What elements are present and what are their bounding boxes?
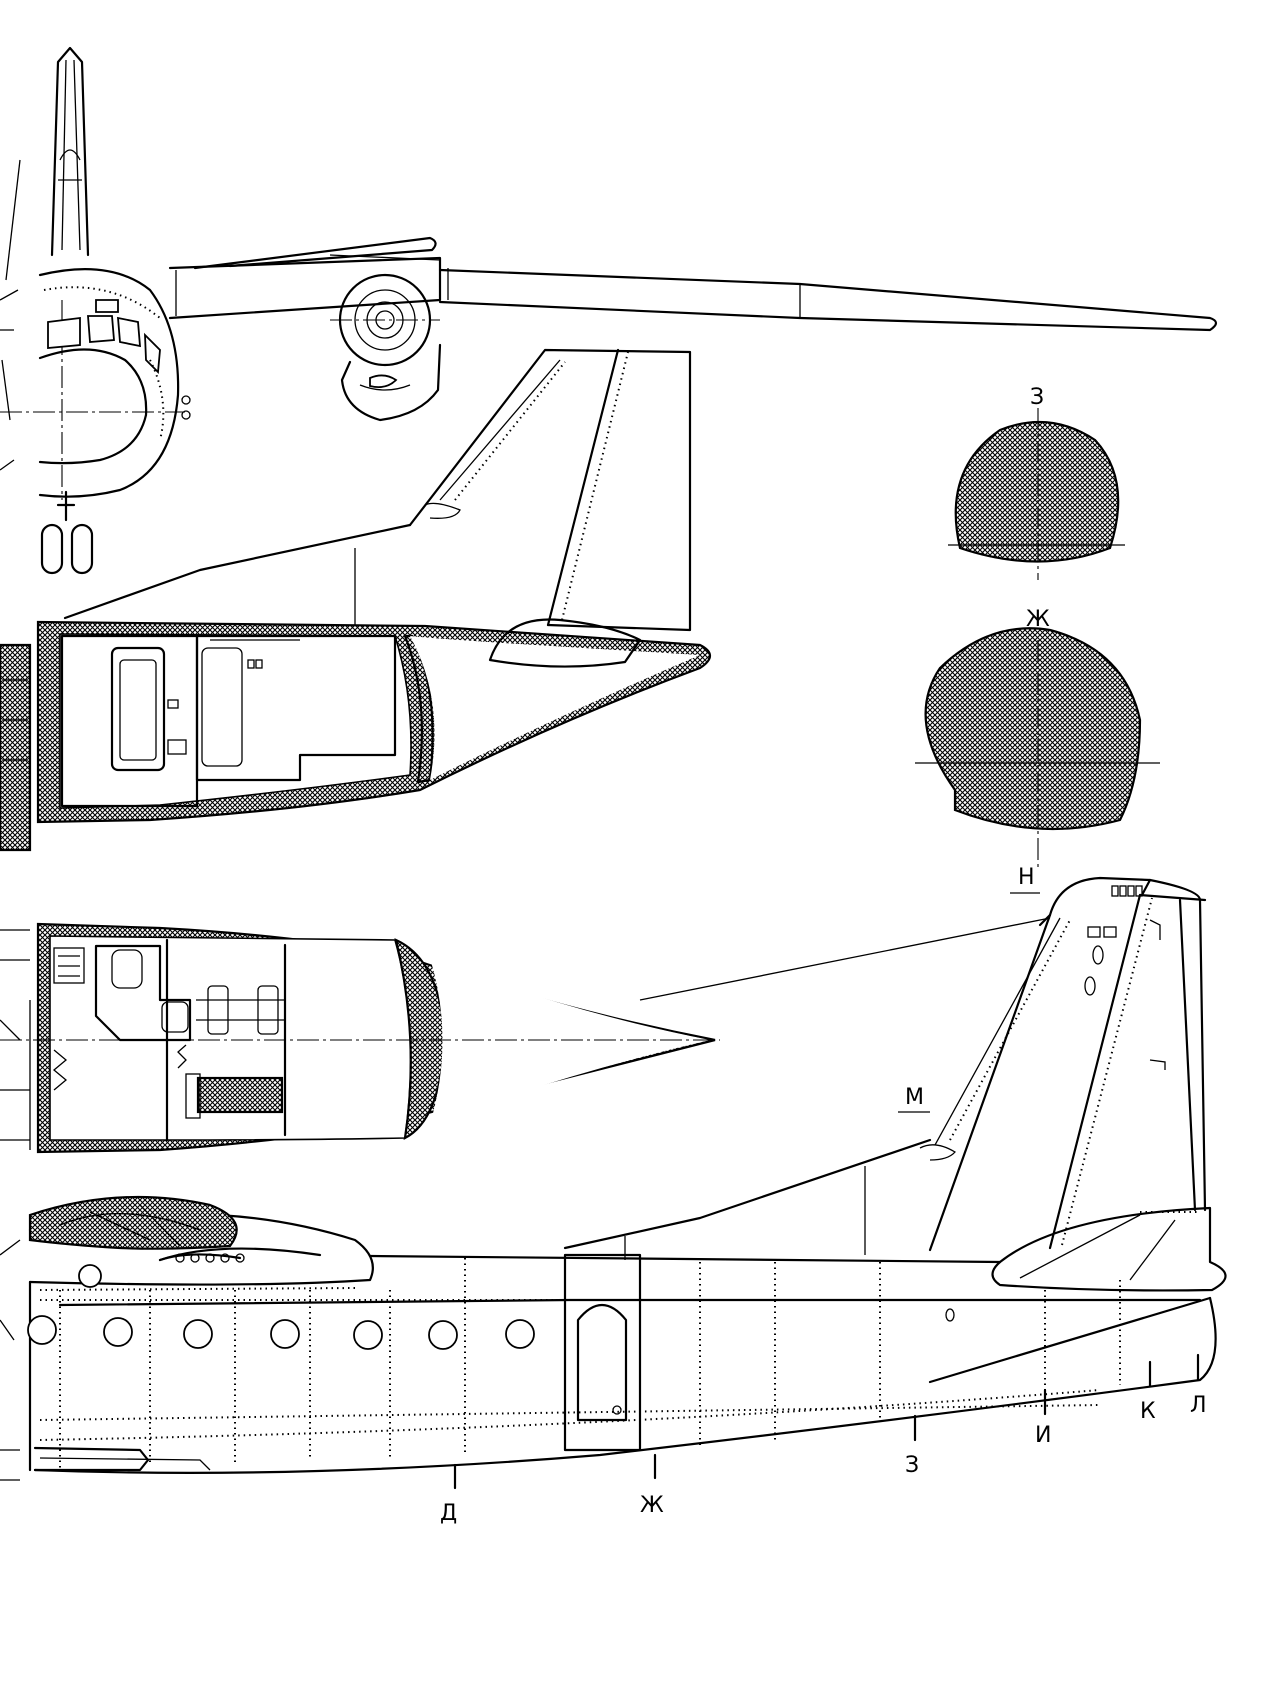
callout-z: З <box>905 1453 919 1478</box>
callout-d: Д <box>440 1501 457 1526</box>
callout-k: К <box>1140 1399 1156 1424</box>
front-view <box>0 46 1218 575</box>
callout-n: Н <box>1018 865 1035 890</box>
section-view-z: З <box>948 385 1125 580</box>
callout-zh: Ж <box>640 1493 664 1518</box>
side-view <box>0 876 1227 1490</box>
callout-m: М <box>905 1085 924 1110</box>
section-view-zh: Ж <box>915 607 1160 870</box>
section-label-z: З <box>1030 385 1044 410</box>
callout-labels: Н М Д Ж З И К Л <box>440 865 1207 1526</box>
callout-i: И <box>1035 1423 1051 1448</box>
callout-l: Л <box>1190 1393 1207 1418</box>
plan-view-cutaway <box>0 917 1051 1154</box>
section-label-zh: Ж <box>1026 607 1050 632</box>
upper-tail-view <box>0 348 712 852</box>
